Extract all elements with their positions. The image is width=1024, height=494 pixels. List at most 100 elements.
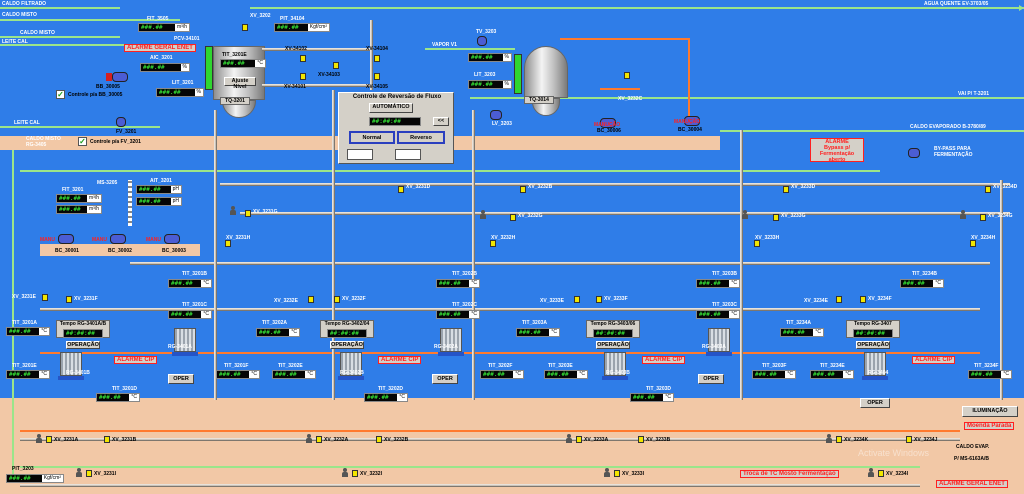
xv-3233a-valve[interactable] [576, 436, 582, 443]
xv-3232f-valve[interactable] [334, 296, 340, 303]
xv-34105-label: XV-34105 [366, 84, 388, 90]
xv-3232a-valve[interactable] [316, 436, 322, 443]
xv-3234j-valve[interactable] [906, 436, 912, 443]
xv-3232i-valve[interactable] [352, 470, 358, 477]
xv-3232b2-valve[interactable] [376, 436, 382, 443]
xv-3233b-valve[interactable] [638, 436, 644, 443]
alarm-troca-tc[interactable]: Troca de TC Mosto Fermentação [740, 470, 839, 478]
line-agua-quente-label: AGUA QUENTE EV-3703/05 [924, 1, 989, 7]
operator-icon [306, 434, 312, 443]
operacao-button-4[interactable]: OPERAÇÃO [856, 341, 890, 349]
xv-3231i-valve[interactable] [86, 470, 92, 477]
xv-3233e-valve[interactable] [574, 296, 580, 303]
alarm-moenda-parada[interactable]: Moenda Parada [964, 422, 1015, 430]
rg-3401a-exchanger[interactable] [174, 328, 196, 352]
rg-3402b-exchanger[interactable] [340, 352, 362, 376]
pipe-header-g [240, 212, 1010, 215]
xv-3231h-valve[interactable] [225, 240, 231, 247]
nav-left-button[interactable]: << [433, 117, 449, 126]
xv-3232g-valve[interactable] [510, 214, 516, 221]
bc-30006-pump[interactable] [600, 118, 616, 128]
controle-fv-checkbox[interactable]: ✓ [78, 137, 87, 146]
xv-34104-valve[interactable] [374, 55, 380, 62]
tq-3201-level-bar [205, 46, 213, 90]
xv-3232e-valve[interactable] [308, 296, 314, 303]
alarm-cip-3[interactable]: ALARME CIP [642, 356, 686, 364]
tv-3203-valve[interactable] [477, 36, 487, 46]
xv-3234h-valve[interactable] [970, 240, 976, 247]
normal-button[interactable]: Normal [349, 131, 395, 144]
xv-3202-valve[interactable] [242, 24, 248, 31]
alarm-geral-enet-bottom[interactable]: ALARME GERAL ENET [936, 480, 1008, 488]
fv-3201-valve[interactable] [116, 117, 126, 127]
rg-3403b-exchanger[interactable] [604, 352, 626, 376]
alarm-cip-4[interactable]: ALARME CIP [912, 356, 956, 364]
alarm-cip-2[interactable]: ALARME CIP [378, 356, 422, 364]
bc-30002-pump[interactable] [110, 234, 126, 244]
xv-3233i-valve[interactable] [614, 470, 620, 477]
xv-3233h-valve[interactable] [754, 240, 760, 247]
xv-3234f-valve[interactable] [860, 296, 866, 303]
oper-button-2[interactable]: OPER [432, 374, 458, 384]
xv-3231d-valve[interactable] [398, 186, 404, 193]
vapor-v1-label: VAPOR V1 [432, 42, 457, 48]
bc-30004-pump[interactable] [684, 116, 700, 126]
rg-3401b-exchanger[interactable] [60, 352, 82, 376]
operacao-button-2[interactable]: OPERAÇÃO [330, 341, 364, 349]
xv-3233d-label: XV_3233D [791, 184, 816, 190]
pump-floor [40, 244, 200, 256]
operacao-button-3[interactable]: OPERAÇÃO [596, 341, 630, 349]
bc-30003-pump[interactable] [164, 234, 180, 244]
xv-3234h-label: XV_3234H [971, 235, 996, 241]
tit-3201a-tag: TIT_3201A [12, 320, 38, 326]
alarm-cip-1[interactable]: ALARME CIP [114, 356, 158, 364]
xv-3231e-valve[interactable] [42, 294, 48, 301]
xv-3231f-valve[interactable] [66, 296, 72, 303]
xv-34102-valve[interactable] [300, 55, 306, 62]
lv-3203-valve[interactable] [490, 110, 502, 120]
xv-3232b-valve[interactable] [520, 186, 526, 193]
xv-34101-valve[interactable] [300, 73, 306, 80]
tit-3203d-tag: TIT_3203D [646, 386, 672, 392]
xv-3234e-valve[interactable] [836, 296, 842, 303]
xv-3234k-valve[interactable] [836, 436, 842, 443]
oper-button-3[interactable]: OPER [698, 374, 724, 384]
controle-bb-checkbox[interactable]: ✓ [56, 90, 65, 99]
xv-3231a-valve[interactable] [46, 436, 52, 443]
xv-3234g-valve[interactable] [980, 214, 986, 221]
xv-3232g-label: XV_3232G [518, 213, 543, 219]
xv-3234d-valve[interactable] [985, 186, 991, 193]
alarm-geral-enet-top[interactable]: ALARME GERAL ENET [124, 44, 196, 52]
bb-30005-pump[interactable] [112, 72, 128, 82]
bypass-alarm-box[interactable]: ALARME Bypass p/ Fermentação aberto [810, 138, 864, 163]
bypass-valve[interactable] [908, 148, 920, 158]
xv-3233d-valve[interactable] [783, 186, 789, 193]
rg-3403a-exchanger[interactable] [708, 328, 730, 352]
automatico-button[interactable]: AUTOMÁTICO [369, 103, 413, 113]
iluminacao-button[interactable]: ILUMINAÇÃO [962, 406, 1018, 417]
operator-icon [566, 434, 572, 443]
xv-34103-valve[interactable] [333, 62, 339, 69]
oper-button-1[interactable]: OPER [168, 374, 194, 384]
tq-3201-tank[interactable] [213, 46, 265, 100]
xv-3232h-valve[interactable] [490, 240, 496, 247]
xv-3233f-valve[interactable] [596, 296, 602, 303]
rg-3402a-exchanger[interactable] [440, 328, 462, 352]
xv-3231g-valve[interactable] [245, 210, 251, 217]
oper-button-4[interactable]: OPER [860, 398, 890, 408]
xv-3231b-valve[interactable] [104, 436, 110, 443]
tq-3014-tank[interactable] [524, 46, 568, 98]
xv-3233g-valve[interactable] [773, 214, 779, 221]
xv-3233b-label: XV_3233B [646, 437, 671, 443]
xv-34105-valve[interactable] [374, 73, 380, 80]
reverso-button[interactable]: Reverso [397, 131, 445, 144]
ait-3201b-display: ###.##pH [136, 197, 182, 206]
xv-3232c-valve[interactable] [624, 72, 630, 79]
pipe-vapor-v1 [425, 48, 515, 50]
xv-3234i-valve[interactable] [878, 470, 884, 477]
ajuste-nivel-button[interactable]: Ajuste Nível [224, 77, 256, 90]
rg-3404-exchanger[interactable] [864, 352, 886, 376]
operacao-button-1[interactable]: OPERAÇÃO [66, 341, 100, 349]
bc-30001-pump[interactable] [58, 234, 74, 244]
tit-3202f-display: ###.##°C [480, 370, 524, 379]
